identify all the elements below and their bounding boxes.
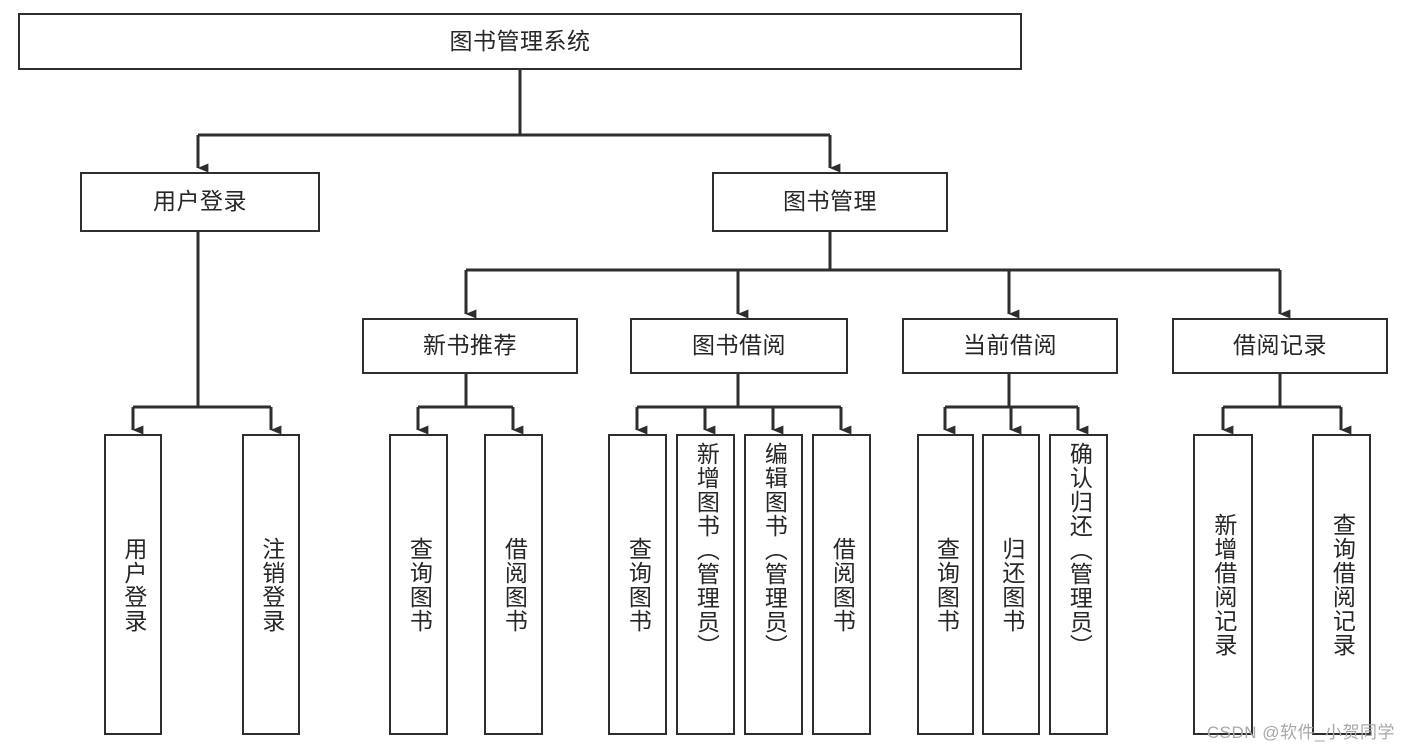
edges-borrowrecord-to-leaves xyxy=(1221,374,1352,435)
node-root-label: 图书管理系统 xyxy=(449,27,591,54)
node-leaf-user-login[interactable]: 用户登录 xyxy=(104,434,162,735)
node-leaf-query-record[interactable]: 查询借阅记录 xyxy=(1312,434,1371,735)
edges-currentborrow-to-leaves xyxy=(943,374,1089,435)
node-leaf-confirm-return[interactable]: 确认归还（管理员） xyxy=(1049,434,1108,735)
node-current-borrow[interactable]: 当前借阅 xyxy=(902,318,1118,374)
node-leaf-query-book-3-label: 查询图书 xyxy=(933,536,960,633)
node-leaf-query-book-2[interactable]: 查询图书 xyxy=(608,434,667,735)
node-leaf-borrow-book-2[interactable]: 借阅图书 xyxy=(812,434,871,735)
node-book-borrow-label: 图书借阅 xyxy=(692,332,786,359)
edges-bookborrow-to-leaves xyxy=(635,374,852,435)
node-leaf-return-book[interactable]: 归还图书 xyxy=(982,434,1040,735)
node-book-manage[interactable]: 图书管理 xyxy=(712,172,948,232)
node-leaf-add-record[interactable]: 新增借阅记录 xyxy=(1193,434,1253,735)
node-leaf-add-book-label: 新增图书（管理员） xyxy=(693,442,720,658)
node-leaf-return-book-label: 归还图书 xyxy=(998,536,1025,633)
node-new-book-rec-label: 新书推荐 xyxy=(423,332,517,359)
node-leaf-query-book-1-label: 查询图书 xyxy=(406,536,433,633)
node-new-book-rec[interactable]: 新书推荐 xyxy=(362,318,578,374)
edges-bookmanage-to-level3 xyxy=(464,232,1291,319)
edges-root-to-level2 xyxy=(196,70,841,173)
node-borrow-record[interactable]: 借阅记录 xyxy=(1172,318,1388,374)
node-leaf-query-book-1[interactable]: 查询图书 xyxy=(389,434,448,735)
node-user-login[interactable]: 用户登录 xyxy=(80,172,320,232)
node-leaf-logout-label: 注销登录 xyxy=(258,536,285,633)
node-root-system[interactable]: 图书管理系统 xyxy=(18,13,1022,70)
node-leaf-add-record-label: 新增借阅记录 xyxy=(1210,512,1237,657)
node-user-login-label: 用户登录 xyxy=(153,188,247,215)
node-leaf-user-login-label: 用户登录 xyxy=(120,536,147,633)
node-leaf-logout[interactable]: 注销登录 xyxy=(242,434,300,735)
node-current-borrow-label: 当前借阅 xyxy=(963,332,1057,359)
node-book-borrow[interactable]: 图书借阅 xyxy=(630,318,848,374)
edges-newbook-to-leaves xyxy=(416,374,524,435)
node-borrow-record-label: 借阅记录 xyxy=(1233,332,1327,359)
node-book-manage-label: 图书管理 xyxy=(783,188,877,215)
node-leaf-add-book[interactable]: 新增图书（管理员） xyxy=(676,434,735,735)
node-leaf-query-book-3[interactable]: 查询图书 xyxy=(917,434,974,735)
node-leaf-confirm-return-label: 确认归还（管理员） xyxy=(1066,442,1093,658)
node-leaf-borrow-book-1-label: 借阅图书 xyxy=(501,536,528,633)
node-leaf-edit-book-label: 编辑图书（管理员） xyxy=(761,442,788,658)
edges-userlogin-to-leaves xyxy=(131,232,282,435)
node-leaf-borrow-book-1[interactable]: 借阅图书 xyxy=(484,434,543,735)
node-leaf-borrow-book-2-label: 借阅图书 xyxy=(829,536,856,633)
node-leaf-edit-book[interactable]: 编辑图书（管理员） xyxy=(744,434,803,735)
node-leaf-query-record-label: 查询借阅记录 xyxy=(1329,512,1356,657)
node-leaf-query-book-2-label: 查询图书 xyxy=(625,536,652,633)
